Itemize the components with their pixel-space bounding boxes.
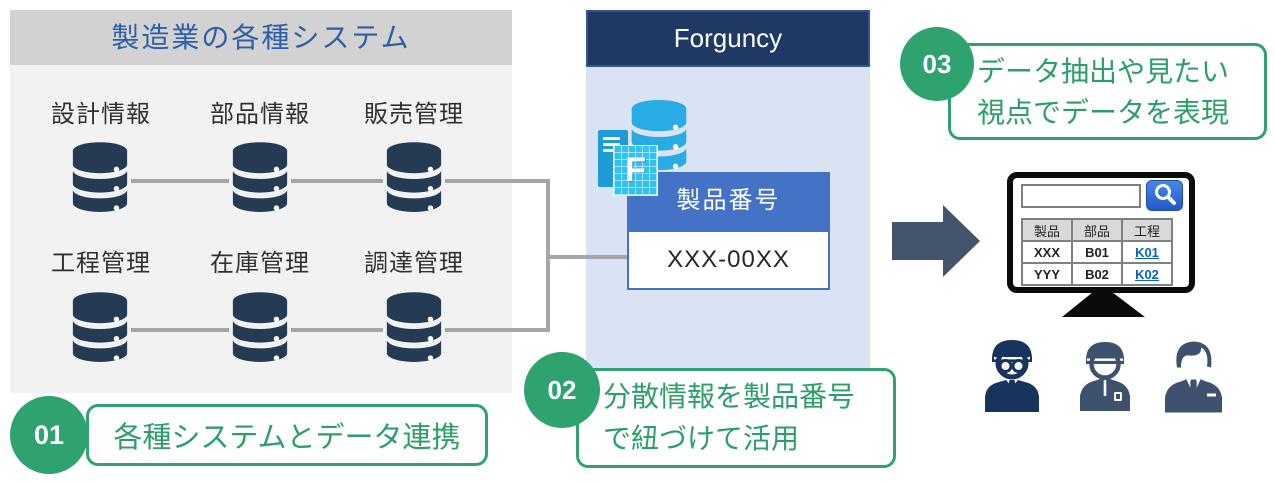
server-slot — [603, 137, 620, 140]
system-label-process: 工程管理 — [51, 250, 151, 277]
col-header-part: 部品 — [1071, 218, 1123, 242]
search-input[interactable] — [1021, 184, 1141, 208]
right-arrow-icon — [892, 205, 980, 277]
step2-badge: 02 — [524, 352, 600, 428]
step1-caption: 各種システムとデータ連携 — [86, 404, 488, 466]
source-panel-title: 製造業の各種システム — [10, 10, 512, 65]
system-label-design: 設計情報 — [51, 101, 151, 128]
connector-line — [445, 179, 550, 183]
step3-caption: データ抽出や見たい 視点でデータを表現 — [948, 43, 1267, 140]
worker-with-cap-and-glasses-icon — [985, 340, 1039, 412]
search-button[interactable] — [1146, 180, 1183, 211]
connector-line — [548, 255, 627, 259]
database-icon — [383, 290, 445, 368]
system-label-procurement: 調達管理 — [364, 250, 464, 277]
server-slot — [603, 143, 620, 146]
database-icon — [69, 290, 131, 368]
table-header-row: 製品 部品 工程 — [1021, 218, 1173, 242]
result-monitor: 製品 部品 工程 XXX B01 K01 YYY B02 K02 — [1007, 172, 1195, 293]
connector-line — [445, 328, 550, 332]
step3-text-line1: データ抽出や見たい — [977, 55, 1230, 87]
database-icon — [229, 140, 291, 218]
cell-part: B01 — [1071, 240, 1123, 264]
connector-line — [131, 179, 229, 183]
monitor-stand — [1062, 292, 1145, 317]
table-row: XXX B01 K01 — [1021, 240, 1173, 264]
process-link[interactable]: K01 — [1135, 244, 1159, 260]
step3-text-line2: 視点でデータを表現 — [977, 96, 1230, 128]
col-header-product: 製品 — [1021, 218, 1073, 242]
server-slot — [603, 149, 620, 152]
database-icon — [383, 140, 445, 218]
cell-product: XXX — [1021, 240, 1073, 264]
cell-process: K02 — [1121, 262, 1173, 286]
cell-product: YYY — [1021, 262, 1073, 286]
cell-process: K01 — [1121, 240, 1173, 264]
step2-text-line1: 分散情報を製品番号 — [603, 381, 856, 412]
system-label-inventory: 在庫管理 — [210, 250, 310, 277]
businessperson-icon — [1165, 341, 1222, 413]
product-number-header: 製品番号 — [627, 172, 830, 230]
system-label-sales: 販売管理 — [364, 101, 464, 128]
forguncy-title: Forguncy — [586, 10, 870, 67]
table-row: YYY B02 K02 — [1021, 262, 1173, 286]
step1-badge: 01 — [10, 396, 88, 474]
worker-with-cap-icon — [1080, 342, 1130, 411]
result-table: 製品 部品 工程 XXX B01 K01 YYY B02 K02 — [1021, 218, 1173, 286]
step3-badge: 03 — [900, 27, 974, 101]
system-label-parts: 部品情報 — [210, 101, 310, 128]
forguncy-logo-icon: F — [613, 145, 658, 196]
step2-caption: 分散情報を製品番号 で紐づけて活用 — [576, 368, 896, 468]
col-header-process: 工程 — [1121, 218, 1173, 242]
product-number-value: XXX-00XX — [627, 230, 830, 290]
connector-line — [131, 328, 229, 332]
database-icon — [229, 290, 291, 368]
connector-line — [291, 328, 383, 332]
power-led — [1184, 282, 1188, 286]
step1-text: 各種システムとデータ連携 — [113, 422, 461, 454]
step2-text-line2: で紐づけて活用 — [603, 423, 800, 454]
connector-line — [291, 179, 383, 183]
database-icon — [69, 140, 131, 218]
cell-part: B02 — [1071, 262, 1123, 286]
search-icon — [1154, 184, 1176, 205]
process-link[interactable]: K02 — [1135, 266, 1159, 282]
